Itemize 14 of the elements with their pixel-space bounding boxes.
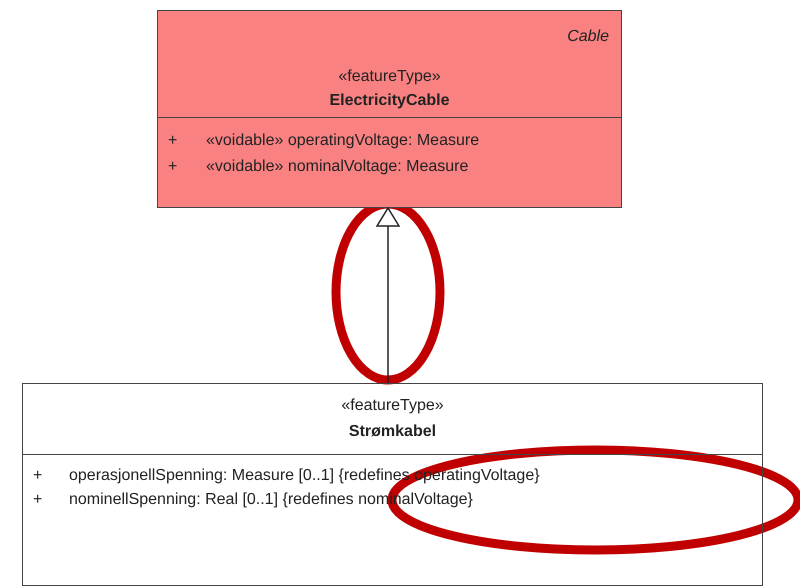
stereotype: «featureType» [338, 67, 441, 87]
visibility-marker: + [168, 131, 178, 151]
visibility-marker: + [33, 490, 42, 510]
visibility-marker: + [168, 157, 178, 177]
visibility-marker: + [33, 466, 42, 486]
attribute-text: «voidable» nominalVoltage: Measure [206, 157, 468, 177]
class-box [157, 10, 622, 208]
attribute-text: «voidable» operatingVoltage: Measure [206, 131, 480, 151]
generalization-arrow [376, 207, 400, 383]
package-name: Cable [567, 27, 609, 47]
class-box [22, 383, 763, 586]
stereotype: «featureType» [341, 396, 444, 416]
class-name: ElectricityCable [329, 91, 450, 111]
class-name: Strømkabel [348, 422, 436, 442]
